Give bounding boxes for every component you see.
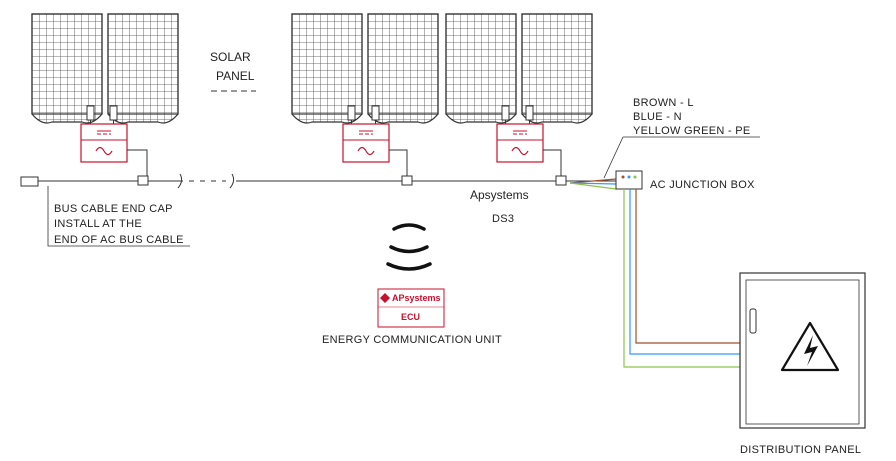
ac-junction-box (615, 170, 643, 190)
distribution-panel-label: DISTRIBUTION PANEL (740, 444, 861, 456)
end-cap-label-line2: INSTALL AT THE (54, 218, 142, 230)
wireless-signal-icon (386, 223, 432, 271)
leader-lines (47, 136, 760, 247)
wire-yellow-green-label: YELLOW GREEN - PE (633, 125, 751, 137)
solar-panel-label-line1: SOLAR (210, 50, 251, 64)
ecu-device-icon: APsystems ECU (377, 288, 445, 328)
end-cap-label-line3: END OF AC BUS CABLE (54, 234, 184, 246)
ac-junction-box-label: AC JUNCTION BOX (650, 179, 755, 191)
ecu-brand-label: APsystems (392, 293, 441, 303)
solar-panel-icon (291, 13, 593, 124)
wire-blue-label: BLUE - N (633, 111, 682, 123)
high-voltage-warning-icon (780, 321, 840, 372)
wire-brown-label: BROWN - L (633, 97, 694, 109)
solar-panel-label-line2: PANEL (216, 69, 255, 83)
microinverter-icon (80, 123, 128, 163)
ecu-caption: ENERGY COMMUNICATION UNIT (322, 334, 502, 346)
microinverter-icon (342, 123, 544, 163)
dc-connector (347, 105, 534, 127)
ac-wires (569, 178, 617, 190)
solar-panel-icon (31, 13, 179, 124)
apsystems-label: Apsystems (470, 188, 529, 202)
end-cap-label-line1: BUS CABLE END CAP (54, 203, 173, 215)
ds3-label: DS3 (492, 213, 514, 225)
bus-cable-end-cap (20, 176, 39, 187)
ecu-model-label: ECU (401, 312, 420, 322)
distribution-wires (623, 189, 746, 368)
